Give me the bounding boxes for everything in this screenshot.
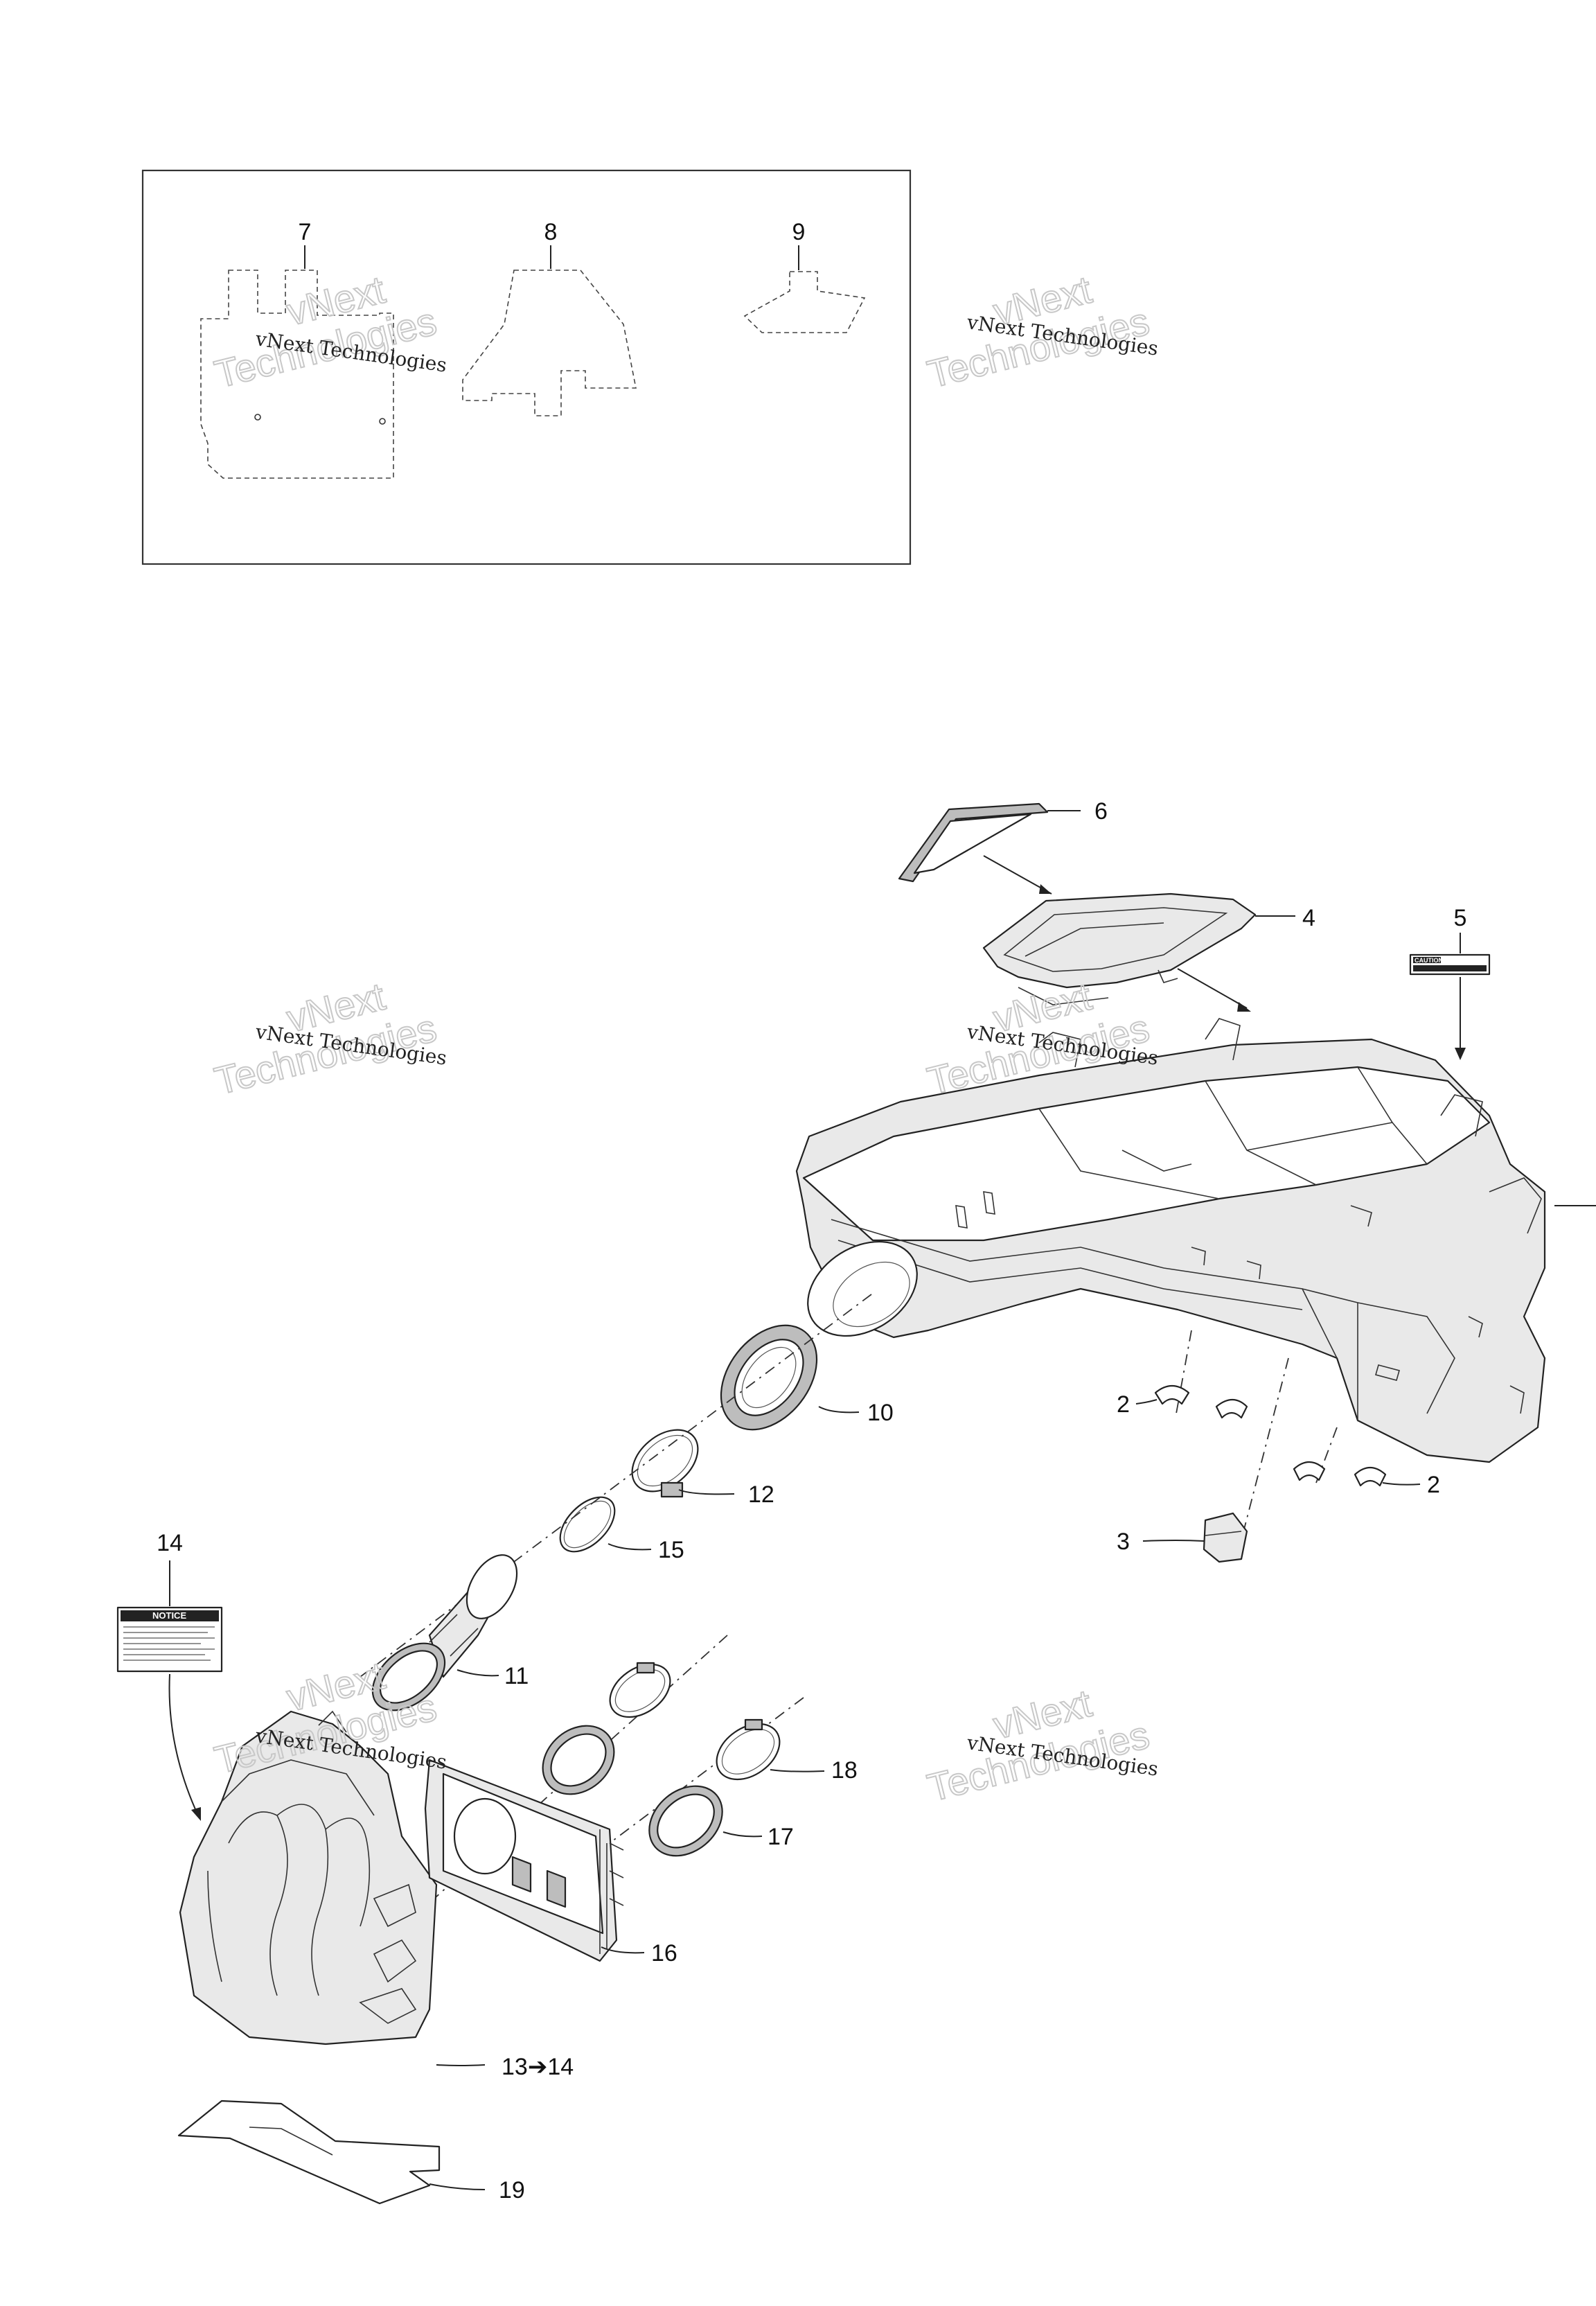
leader-19 [429, 2183, 486, 2190]
callout-2b: 2 [1427, 1472, 1440, 1498]
part-18-left-clamp[interactable] [600, 1653, 680, 1727]
axis-line-upper [360, 1294, 872, 1678]
part-11-boot[interactable] [360, 1547, 527, 1724]
part-14-notice-label[interactable]: NOTICE [116, 1606, 223, 1673]
leader-2b [1382, 1482, 1421, 1486]
part-2-clip-b[interactable] [1215, 1398, 1248, 1419]
leader-2a [1135, 1399, 1158, 1405]
callout-17: 17 [768, 1824, 794, 1850]
airbox-body[interactable] [795, 1018, 1546, 1463]
callout-16: 16 [651, 1940, 677, 1966]
part-7[interactable] [200, 270, 394, 479]
part-10-seal[interactable] [702, 1307, 837, 1448]
callout-9: 9 [792, 219, 806, 245]
watermark-3: Technologies vNext vNext Technologies [210, 974, 448, 1104]
part-5-caution-label[interactable]: CAUTION [1409, 953, 1491, 976]
leader-3 [1142, 1540, 1205, 1542]
axis-line-drop-2 [1239, 1357, 1289, 1546]
part-8[interactable] [462, 270, 637, 416]
callout-7: 7 [299, 219, 312, 245]
leader-11 [456, 1669, 499, 1677]
arrow-14-to-13 [168, 1673, 199, 1816]
part-3-grommet[interactable] [1203, 1512, 1248, 1563]
callout-13: 13➔14 [502, 2054, 574, 2080]
part-6-gasket[interactable] [898, 802, 1049, 883]
callout-2a: 2 [1117, 1391, 1130, 1418]
part-16-plate[interactable] [424, 1759, 624, 1962]
notice-label-header: NOTICE [152, 1610, 186, 1621]
part-2-clip-a[interactable] [1154, 1384, 1190, 1405]
part-2-clip-d[interactable] [1354, 1466, 1387, 1487]
callout-10: 10 [867, 1400, 894, 1426]
part-16-left-seal[interactable] [529, 1711, 628, 1808]
callout-15: 15 [658, 1537, 684, 1563]
inset-frame [141, 169, 912, 565]
watermark-2: Technologies vNext vNext Technologies [923, 267, 1160, 397]
airbox-intake[interactable] [790, 1222, 934, 1355]
part-19-mat[interactable] [177, 2100, 441, 2205]
part-13-housing[interactable] [179, 1710, 438, 2045]
callout-13-arrow: ➔ [528, 2054, 548, 2080]
callout-8: 8 [544, 219, 558, 245]
callout-19: 19 [499, 2177, 525, 2203]
callout-14: 14 [157, 1530, 183, 1556]
callout-13-target: 14 [547, 2054, 574, 2080]
callout-4: 4 [1302, 905, 1315, 931]
arrow-4-to-airbox [1177, 968, 1248, 1009]
callout-6: 6 [1094, 798, 1108, 825]
leader-18 [770, 1769, 825, 1772]
callout-18: 18 [831, 1757, 858, 1784]
part-15-ring[interactable] [550, 1487, 624, 1561]
leader-16 [601, 1946, 645, 1954]
part-18-clamp[interactable] [707, 1712, 790, 1790]
part-12-clamp[interactable] [620, 1418, 709, 1504]
leader-10 [818, 1406, 860, 1414]
callout-13-number: 13 [502, 2054, 528, 2080]
part-4-cover[interactable] [982, 892, 1257, 1005]
part-2-clip-c[interactable] [1293, 1461, 1326, 1481]
callout-11: 11 [504, 1663, 529, 1689]
part-9[interactable] [743, 271, 866, 333]
leader-17 [722, 1831, 763, 1838]
callout-12: 12 [748, 1481, 774, 1508]
callout-3: 3 [1117, 1529, 1130, 1555]
leader-12 [678, 1489, 735, 1495]
leader-13 [436, 2064, 486, 2066]
caution-label-header: CAUTION [1415, 957, 1443, 964]
axis-line-drop-1 [1176, 1330, 1192, 1414]
leader-15 [608, 1543, 652, 1551]
watermark-6: Technologies vNext vNext Technologies [923, 1680, 1160, 1811]
part-17-seal[interactable] [635, 1772, 736, 1870]
callout-5: 5 [1454, 905, 1467, 931]
